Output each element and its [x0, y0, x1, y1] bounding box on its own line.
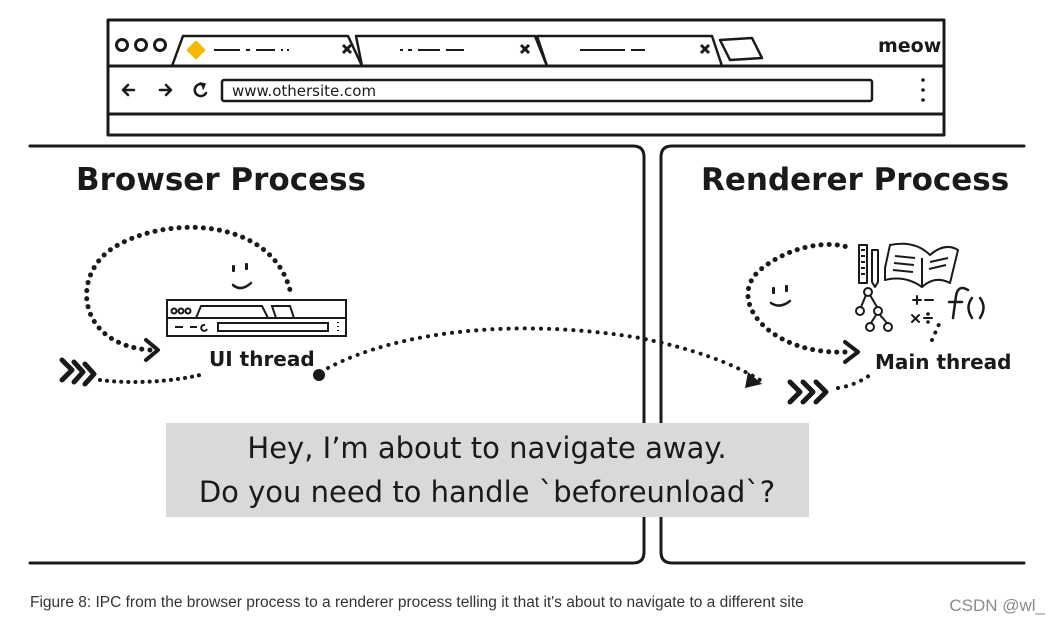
main-thread-label: Main thread: [875, 350, 1012, 374]
menu-dots-icon[interactable]: [921, 78, 925, 102]
new-tab-button[interactable]: [718, 36, 764, 62]
ipc-arrowhead-icon: [745, 372, 762, 388]
ipc-origin-dot: [313, 369, 325, 381]
ui-thread-face-icon: [231, 263, 253, 290]
address-bar[interactable]: [220, 78, 874, 103]
message-line-1: Hey, I’m about to navigate away.: [247, 431, 726, 465]
renderer-process-title: Renderer Process: [701, 162, 1009, 198]
ui-thread-label: UI thread: [209, 347, 315, 371]
ipc-message-arrow: [326, 326, 762, 382]
math-icon: [911, 295, 934, 324]
forward-arrow-icon[interactable]: [158, 83, 173, 97]
renderer-process-panel: [659, 144, 1026, 565]
window-close-icon[interactable]: [115, 38, 129, 52]
tree-icon: [855, 287, 893, 332]
message-box: [166, 423, 809, 517]
main-thread-loop: [745, 241, 853, 355]
main-thread-loop-tail: [930, 320, 942, 342]
mini-browser-icon: [166, 299, 347, 337]
function-icon: [947, 286, 985, 320]
reload-icon[interactable]: [193, 82, 208, 98]
loop-arrowhead-icon: [843, 340, 860, 364]
browser-frame: [106, 18, 946, 137]
window-minimize-icon[interactable]: [134, 38, 148, 52]
loop-arrowhead-icon: [144, 338, 160, 362]
browser-window: [106, 18, 946, 137]
books-icon: [858, 242, 959, 288]
tab-close-icon[interactable]: [699, 43, 711, 55]
renderer-incoming-dotted-line: [836, 373, 872, 390]
tab-1[interactable]: [170, 34, 364, 67]
tab-3[interactable]: [535, 34, 724, 67]
favicon-diamond-icon: [186, 40, 206, 60]
message-line-2: Do you need to handle `beforeunload`?: [199, 475, 775, 509]
browser-process-panel: [28, 144, 646, 565]
window-controls[interactable]: [115, 38, 167, 52]
incoming-chevrons-icon: [59, 357, 97, 387]
renderer-chevrons-icon: [787, 379, 829, 405]
watermark: CSDN @wl_: [949, 596, 1045, 615]
tab-close-icon[interactable]: [519, 43, 531, 55]
window-maximize-icon[interactable]: [153, 38, 167, 52]
ui-thread-loop: [84, 225, 293, 353]
back-arrow-icon[interactable]: [121, 83, 136, 97]
main-thread-face-icon: [769, 285, 792, 307]
figure-caption: Figure 8: IPC from the browser process t…: [30, 594, 804, 611]
ipc-diagram: meow www.othersite.com Browser Process R…: [28, 18, 1026, 565]
incoming-dotted-line: [98, 373, 202, 385]
address-bar-url: www.othersite.com: [232, 82, 376, 100]
tab-close-icon[interactable]: [341, 43, 353, 55]
browser-brand: meow: [878, 35, 941, 57]
browser-process-title: Browser Process: [76, 162, 366, 198]
